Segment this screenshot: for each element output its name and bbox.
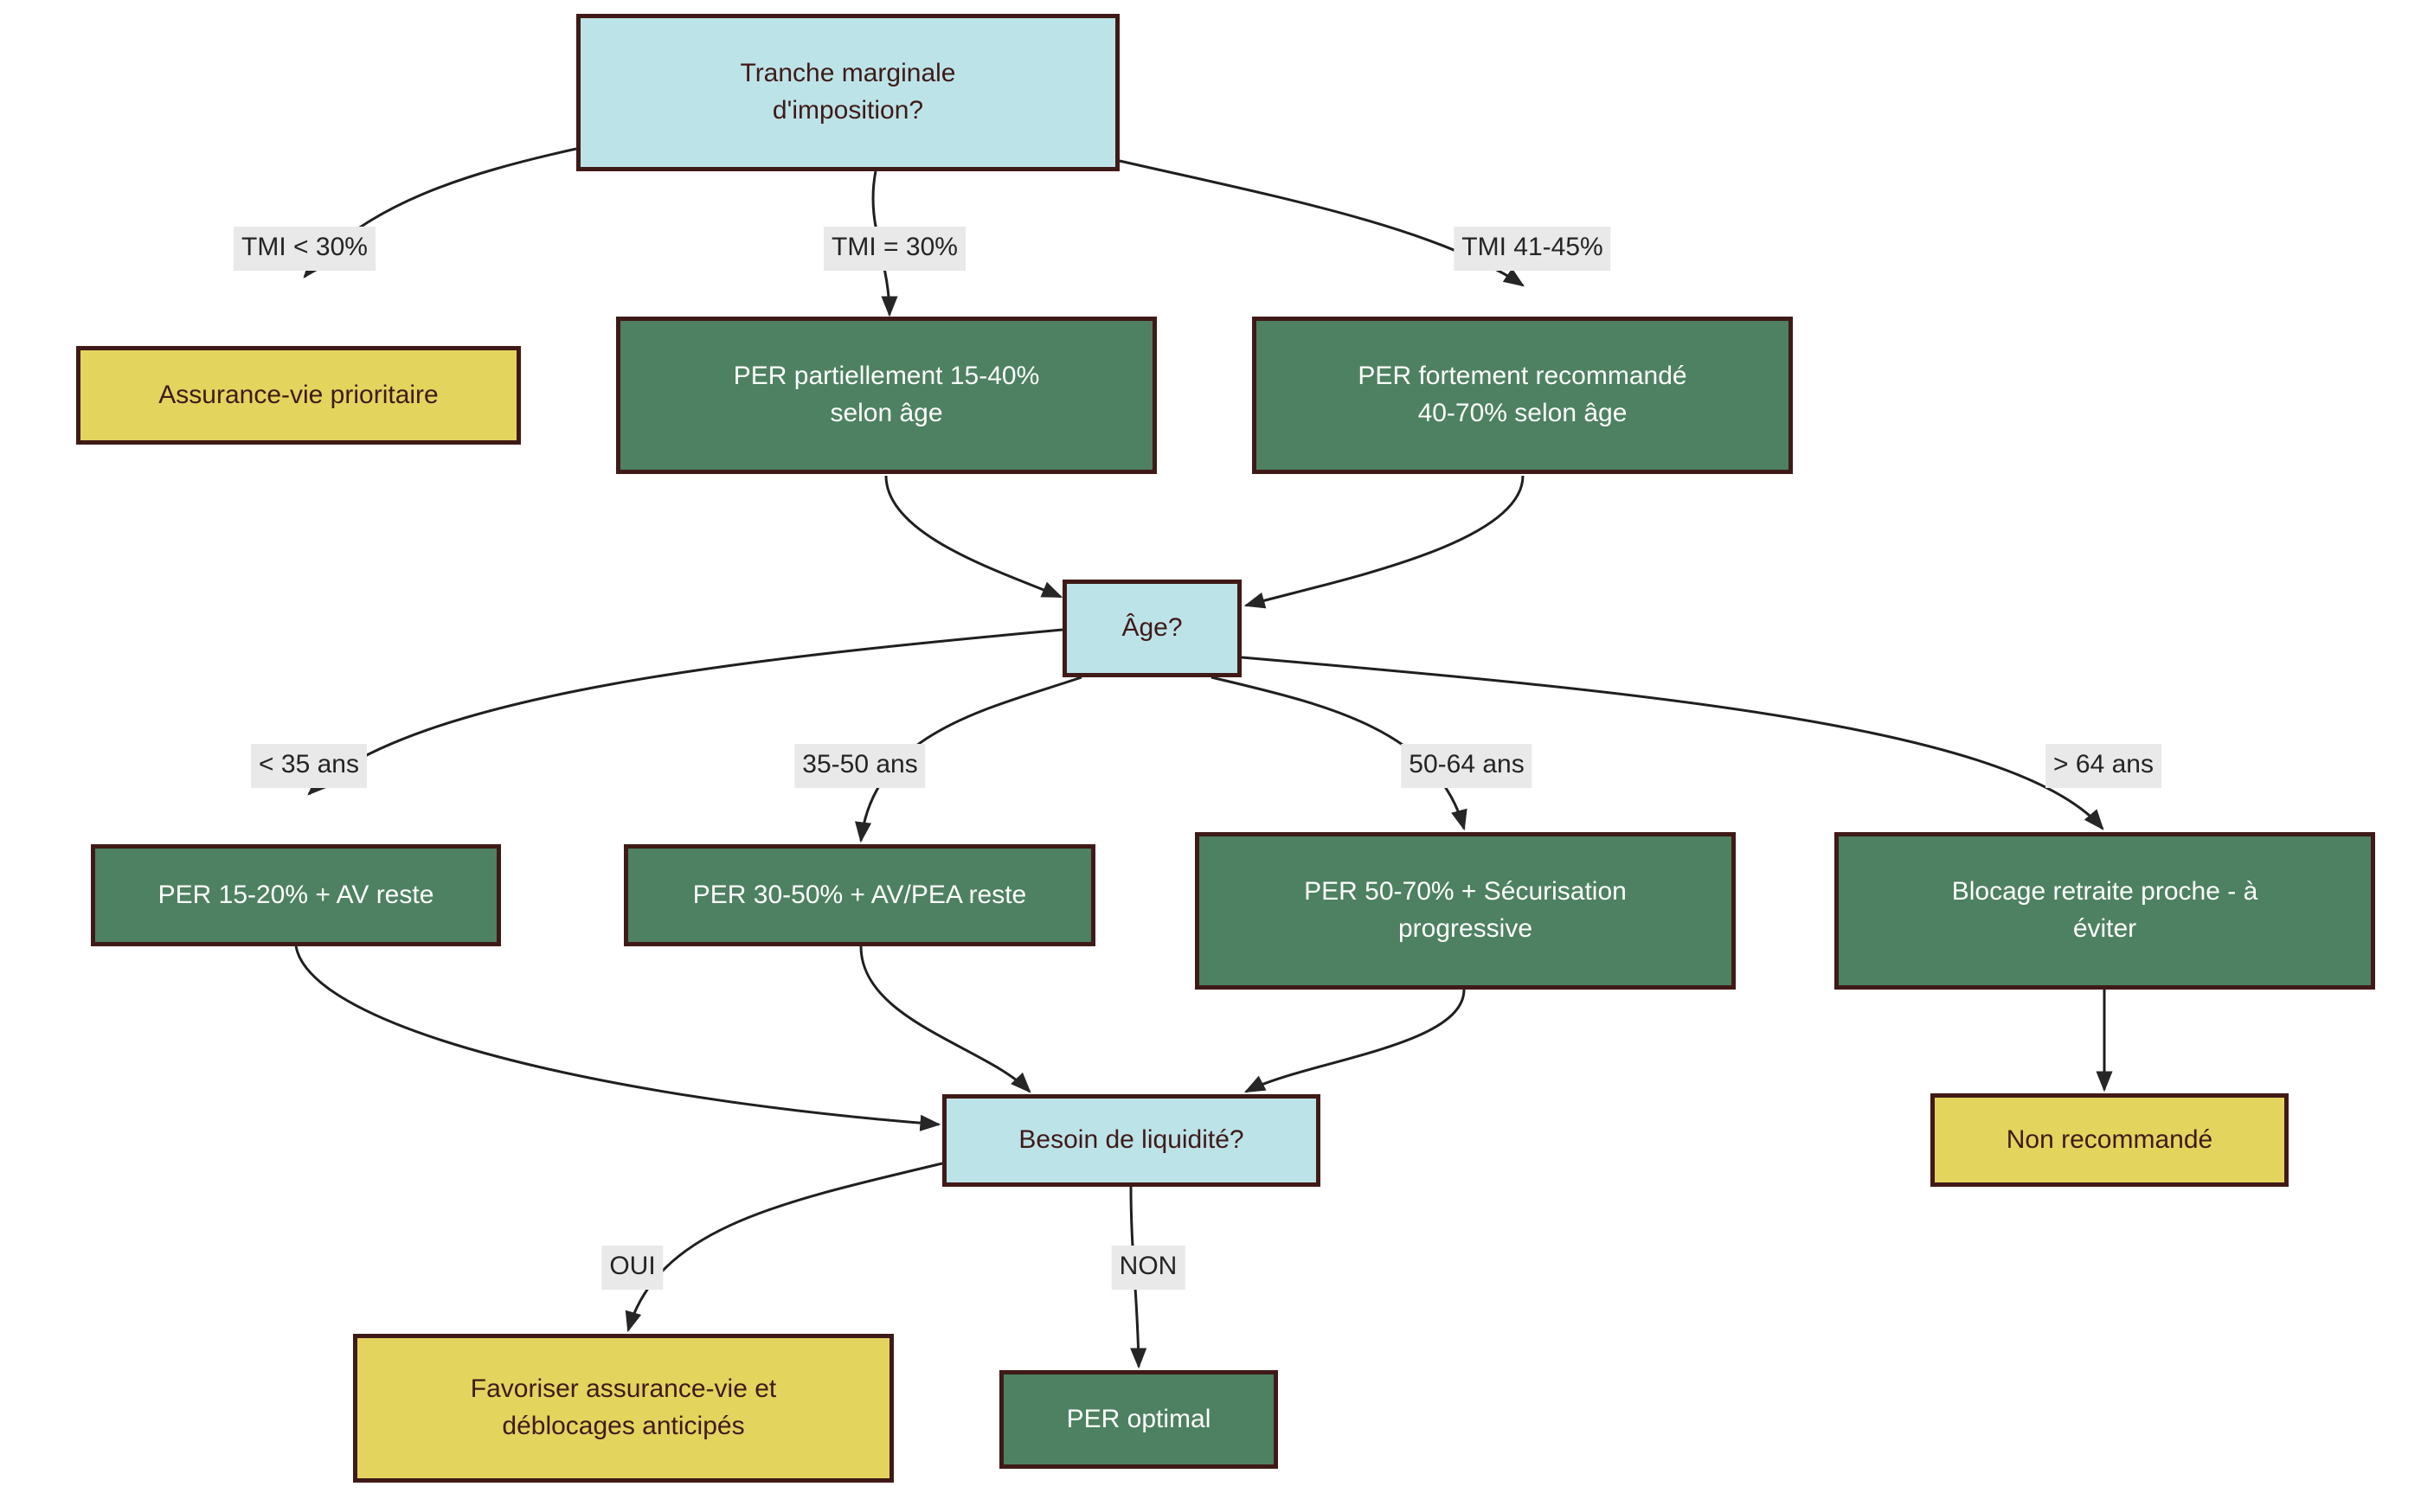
node-assurance_vie[interactable]: Assurance-vie prioritaire [76,346,521,445]
edge-label-age-to-per_30_50: 35-50 ans [794,744,926,788]
node-per_15_20[interactable]: PER 15-20% + AV reste [91,844,501,946]
node-favoriser_av[interactable]: Favoriser assurance-vie et déblocages an… [353,1334,894,1483]
node-per_fort[interactable]: PER fortement recommandé 40-70% selon âg… [1252,317,1793,474]
edge-p-partiel-age [884,475,1063,599]
edge-p-liq-fav [625,1162,943,1333]
edge-p-age-64 [1241,656,2104,830]
node-per_50_70[interactable]: PER 50-70% + Sécurisation progressive [1195,832,1736,990]
node-age[interactable]: Âge? [1063,580,1242,677]
edge-label-liquidite-to-favoriser_av: OUI [601,1246,664,1290]
edge-p-fort-age [1243,475,1525,609]
edge-label-liquidite-to-per_optimal: NON [1111,1246,1185,1290]
edge-p-50-liq [1243,989,1466,1093]
edge-p-30-liq [859,945,1031,1093]
node-per_optimal[interactable]: PER optimal [999,1370,1278,1469]
node-per_partiel[interactable]: PER partiellement 15-40% selon âge [616,317,1157,474]
edge-p-15-liq [294,945,941,1131]
edge-label-age-to-per_15_20: < 35 ans [251,744,367,788]
edge-label-tmi-to-per_partiel: TMI = 30% [824,227,966,271]
edge-label-tmi-to-per_fort: TMI 41-45% [1454,227,1611,271]
node-tmi[interactable]: Tranche marginale d'imposition? [576,14,1120,171]
node-blocage[interactable]: Blocage retraite proche - à éviter [1834,832,2375,990]
edge-label-age-to-per_50_70: 50-64 ans [1401,744,1532,788]
node-liquidite[interactable]: Besoin de liquidité? [942,1094,1320,1187]
edge-p-age-15 [307,628,1063,796]
edge-label-tmi-to-assurance_vie: TMI < 30% [234,227,376,271]
node-non_recommande[interactable]: Non recommandé [1930,1093,2289,1187]
edge-label-age-to-blocage: > 64 ans [2045,744,2161,788]
node-per_30_50[interactable]: PER 30-50% + AV/PEA reste [624,844,1095,946]
